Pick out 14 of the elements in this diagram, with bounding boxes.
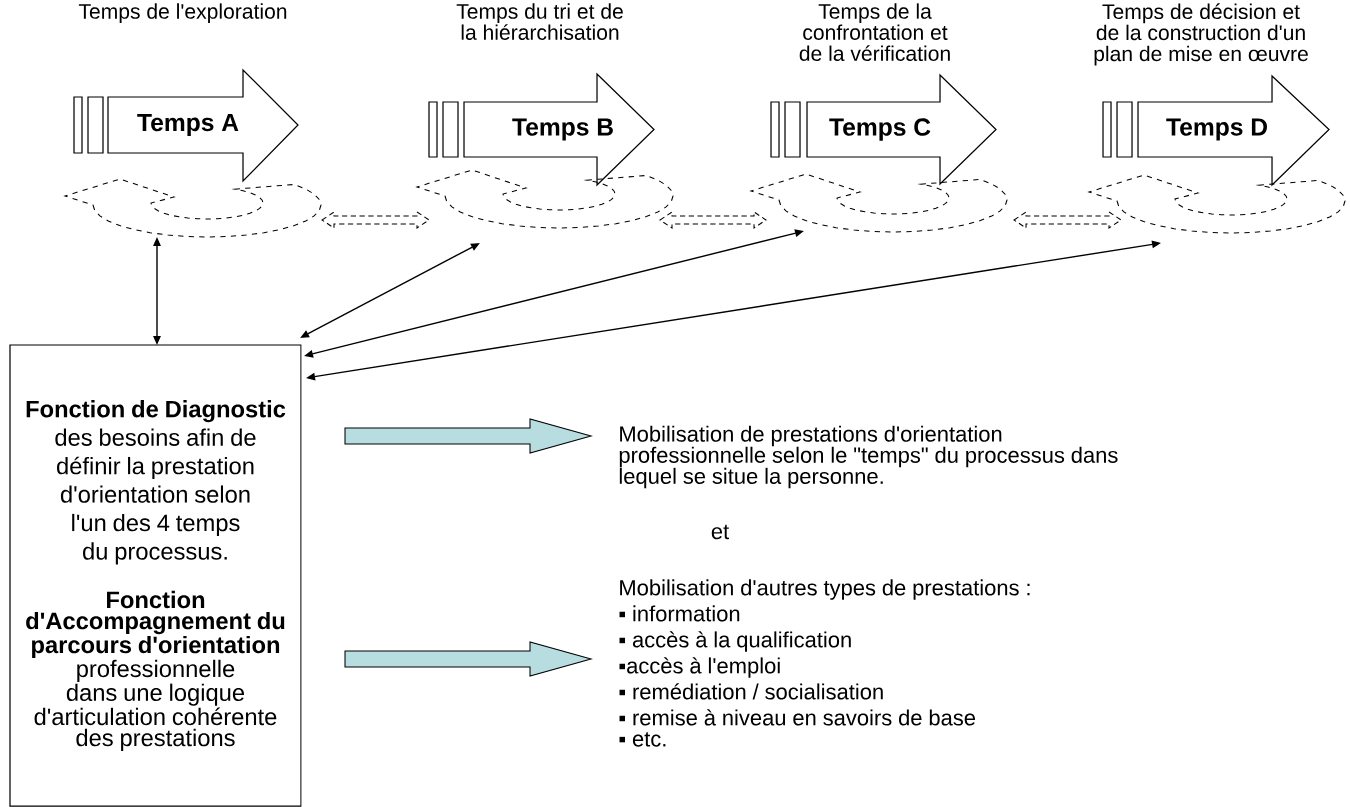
description-text: Mobilisation de prestations d'orientation professionnelle selon le "temps" du processus dans lequel se situe la personne. bbox=[619, 425, 1118, 489]
function-box: Fonction de Diagnostic des besoins afin de définir la prestation d'orientation selon l'un des 4 temps du processus. Fonction d'Accompagnement du parcours d'orientation professionnelle dans une logique d'articulation cohérente des prestations bbox=[9, 344, 302, 807]
block-arrow-connector bbox=[321, 211, 430, 229]
phase-heading: Temps de la confrontation et de la vérification bbox=[799, 3, 950, 61]
arrow bbox=[300, 243, 480, 338]
phase-heading: Temps du tri et de la hiérarchisation bbox=[456, 3, 623, 40]
block-arrow-connector bbox=[659, 211, 767, 229]
block-arrow-connector bbox=[1013, 211, 1122, 229]
bullet-list: Mobilisation d'autres types de prestations : ▪ information ▪ accès à la qualification ▪accès à l'emploi ▪ remédiation / socialisation ▪ remise à niveau en savoirs de base ▪ etc. bbox=[619, 579, 1030, 747]
block-arrow-connector bbox=[344, 641, 593, 677]
phase-heading: Temps de l'exploration bbox=[78, 3, 287, 23]
phase-heading: Temps de décision et de la construction d'un plan de mise en œuvre bbox=[1094, 3, 1308, 66]
block-arrow-connector bbox=[344, 418, 593, 454]
note-text: et bbox=[711, 524, 729, 540]
